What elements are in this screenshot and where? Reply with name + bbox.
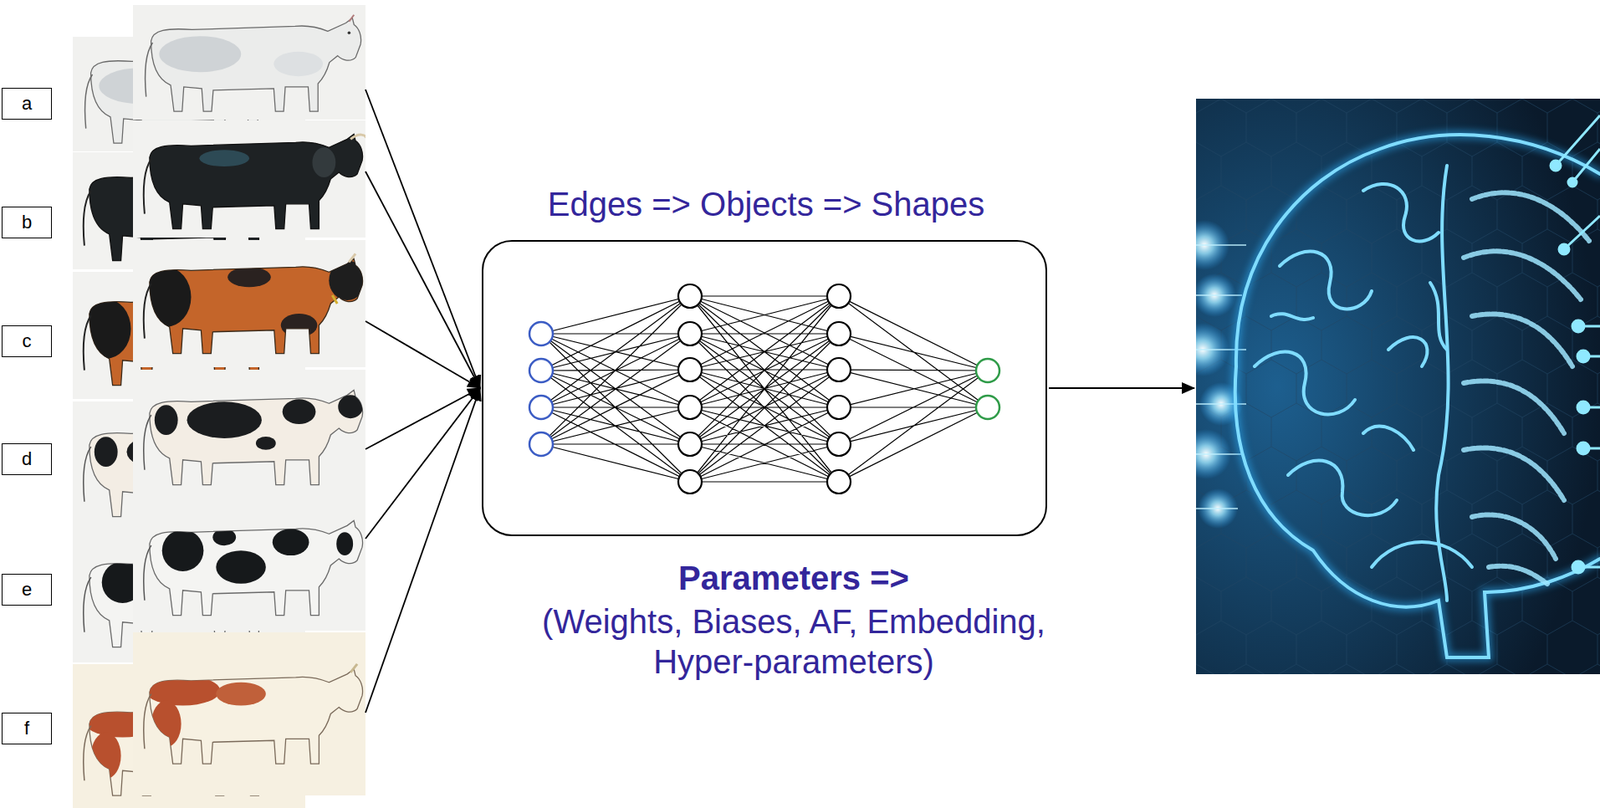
brain-outline <box>1436 165 1448 601</box>
neural-network <box>678 322 702 346</box>
label-box: b <box>1 206 52 239</box>
circuit-lines <box>1577 350 1590 363</box>
neural-network <box>678 395 702 420</box>
neural-network <box>827 432 851 456</box>
brain-outline <box>1235 134 1600 658</box>
circuit-lines <box>1550 160 1561 171</box>
label-letter: b <box>21 211 32 234</box>
cow-pictures <box>132 120 368 238</box>
brain-outline <box>1288 460 1397 517</box>
output-arrow <box>1048 387 1195 389</box>
neural-network <box>678 284 851 494</box>
layer-caption: Edges => Objects => Shapes <box>449 184 1083 225</box>
input-arrows <box>365 89 481 389</box>
neural-network <box>678 432 702 456</box>
label-box: d <box>1 443 52 476</box>
neural-network <box>529 358 553 383</box>
neural-network <box>678 357 702 382</box>
cow-pictures <box>72 5 368 808</box>
neural-network <box>827 470 851 494</box>
parameter-text: Parameters => <box>492 557 1095 599</box>
circuit-lines <box>1577 401 1590 414</box>
label-letter: f <box>24 717 30 740</box>
brain-outline <box>1235 134 1600 658</box>
cow-pictures <box>132 500 366 631</box>
input-arrows <box>365 89 481 713</box>
input-arrows <box>365 388 481 450</box>
ai-brain-picture <box>1175 98 1600 675</box>
neural-network <box>541 296 691 482</box>
circuit-lines <box>1559 244 1570 255</box>
brain-outline <box>1279 251 1372 310</box>
neural-network <box>976 358 1000 420</box>
brain-outline <box>1463 192 1590 584</box>
brain-outline <box>1271 313 1314 320</box>
brain-outline <box>1430 282 1447 350</box>
brain-outline <box>1463 448 1565 501</box>
brain-outline <box>1371 541 1473 568</box>
input-arrows <box>365 388 481 539</box>
network-box: Edges => Objects => ShapesParameters =>(… <box>481 240 1048 537</box>
neural-network <box>678 470 702 494</box>
neural-network <box>529 395 553 420</box>
circuit-lines <box>1577 442 1590 455</box>
circuit-lines <box>1572 320 1585 333</box>
ai-brain-picture <box>1196 98 1600 675</box>
circuit-lines <box>1568 178 1577 187</box>
neural-network <box>838 296 988 482</box>
cow-pictures <box>132 632 366 796</box>
neural-network <box>678 284 702 308</box>
circuit-lines <box>1550 115 1600 573</box>
brain-outline <box>1472 314 1573 368</box>
ai-brain-picture <box>1196 98 1600 675</box>
circuit-lines <box>1572 561 1585 573</box>
circuit-lines <box>1555 115 1600 568</box>
neural-network <box>529 322 553 456</box>
cow-pictures <box>132 369 366 501</box>
neural-network <box>827 357 851 382</box>
neural-network <box>827 395 851 420</box>
neural-network <box>827 284 851 308</box>
brain-outline <box>1363 426 1414 450</box>
brain-outline <box>1363 184 1439 241</box>
cow-pictures <box>132 240 366 368</box>
brain-outline <box>1463 381 1565 435</box>
brain-outline <box>1235 134 1600 658</box>
brain-outline <box>1235 134 1600 658</box>
brain-outline <box>1472 514 1556 559</box>
brain-outline <box>1235 134 1600 658</box>
neural-network <box>529 322 553 346</box>
label-box: e <box>1 573 52 606</box>
input-arrows <box>365 388 481 713</box>
brain-outline <box>1488 566 1548 584</box>
cow-pictures <box>132 5 366 120</box>
neural-network <box>976 358 1000 383</box>
neural-network <box>827 322 851 346</box>
label-box: a <box>1 87 52 120</box>
neural-network <box>529 284 1000 494</box>
label-box: c <box>1 325 52 358</box>
label-letter: d <box>21 448 32 471</box>
label-letter: e <box>21 578 32 601</box>
brain-outline <box>1254 352 1355 415</box>
parameter-text: (Weights, Biases, AF, Embedding, Hyper-p… <box>492 601 1095 682</box>
brain-outline <box>1472 192 1590 241</box>
neural-network <box>529 432 553 456</box>
brain-outline <box>1388 337 1427 367</box>
input-arrows <box>365 321 481 389</box>
neural-network <box>976 395 1000 420</box>
neural-network <box>690 296 839 482</box>
brain-outline <box>1463 250 1581 300</box>
label-letter: c <box>22 330 32 353</box>
input-arrows <box>365 171 481 389</box>
label-letter: a <box>21 92 32 115</box>
label-box: f <box>1 712 52 745</box>
